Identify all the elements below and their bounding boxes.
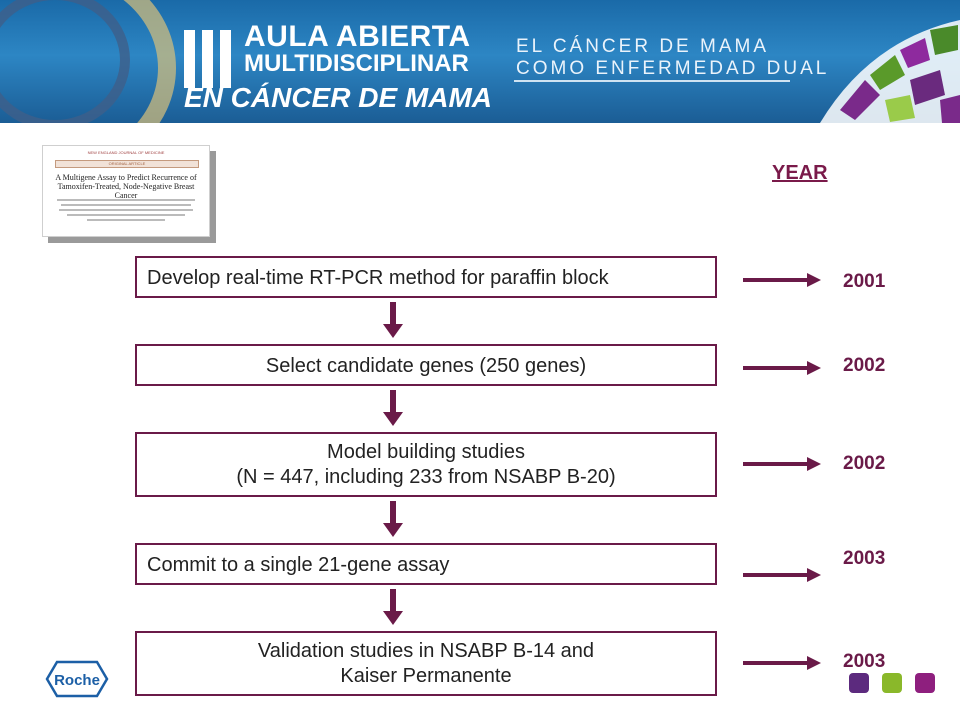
article-title: A Multigene Assay to Predict Recurrence … — [55, 173, 197, 200]
right-arrow-icon — [743, 568, 821, 582]
article-journal: NEW ENGLAND JOURNAL OF MEDICINE — [87, 150, 165, 155]
header-banner: AULA ABIERTA MULTIDISCIPLINAR EN CÁNCER … — [0, 0, 960, 123]
down-arrow-icon — [383, 589, 403, 625]
step-text-line-1: Model building studies — [327, 441, 525, 463]
footer-square-magenta — [915, 673, 935, 693]
step-box-4: Commit to a single 21-gene assay — [135, 543, 717, 585]
step-text: Develop real-time RT-PCR method for para… — [147, 267, 609, 289]
footer-square-green — [882, 673, 902, 693]
step-year-4: 2003 — [843, 548, 886, 569]
header-decoration — [0, 0, 130, 123]
right-arrow-icon — [743, 656, 821, 670]
step-box-3: Model building studies (N = 447, includi… — [135, 432, 717, 497]
step-text: Commit to a single 21-gene assay — [147, 554, 450, 576]
logo-line-1: AULA ABIERTA — [244, 20, 471, 53]
step-year-5: 2003 — [843, 651, 886, 672]
logo-line-2: MULTIDISCIPLINAR — [244, 50, 469, 77]
footer-square-purple — [849, 673, 869, 693]
step-box-5: Validation studies in NSABP B-14 and Kai… — [135, 631, 717, 696]
step-year-3: 2002 — [843, 453, 886, 474]
logo-line-3: EN CÁNCER DE MAMA — [184, 82, 492, 113]
step-year-1: 2001 — [843, 271, 886, 292]
roche-logo: Roche — [45, 660, 109, 698]
step-text-line-2: Kaiser Permanente — [340, 665, 512, 687]
article-thumbnail: NEW ENGLAND JOURNAL OF MEDICINE ORIGINAL… — [42, 145, 210, 237]
year-heading: YEAR — [772, 162, 828, 184]
subtitle-underline — [514, 80, 790, 82]
right-arrow-icon — [743, 361, 821, 375]
step-text-line-2: (N = 447, including 233 from NSABP B-20) — [236, 466, 616, 488]
down-arrow-icon — [383, 390, 403, 426]
article-authors — [57, 196, 195, 224]
header-subtitle-2: COMO ENFERMEDAD DUAL — [516, 58, 830, 79]
right-arrow-icon — [743, 457, 821, 471]
step-box-1: Develop real-time RT-PCR method for para… — [135, 256, 717, 298]
step-text-line-1: Validation studies in NSABP B-14 and — [257, 640, 595, 662]
mosaic-decoration — [820, 20, 960, 123]
step-year-2: 2002 — [843, 355, 886, 376]
roche-logo-text: Roche — [54, 672, 100, 689]
step-text: Select candidate genes (250 genes) — [265, 355, 587, 377]
down-arrow-icon — [383, 501, 403, 537]
header-subtitle-1: EL CÁNCER DE MAMA — [516, 36, 769, 57]
down-arrow-icon — [383, 302, 403, 338]
step-box-2: Select candidate genes (250 genes) — [135, 344, 717, 386]
article-section: ORIGINAL ARTICLE — [55, 160, 199, 168]
right-arrow-icon — [743, 273, 821, 287]
